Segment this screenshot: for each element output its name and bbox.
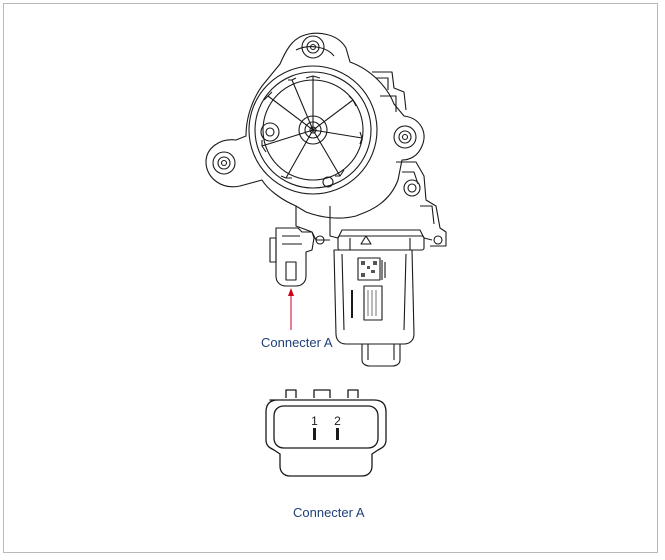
qr-label: [357, 257, 381, 281]
worm-housing: [295, 71, 447, 247]
pin-2: [336, 428, 339, 440]
motor-body: [315, 235, 443, 367]
connector-callout: [288, 288, 294, 330]
connector-pins: 1 2: [311, 414, 341, 440]
pin-1: [313, 428, 316, 440]
connector-a-face-view: [265, 389, 387, 477]
connector-view-label: Connecter A: [293, 505, 365, 520]
gear-housing: [205, 32, 425, 219]
connector-a-housing: [269, 227, 315, 287]
pin-2-label: 2: [334, 414, 341, 428]
connector-outer-shell: [265, 399, 387, 477]
connector-inner-cavity: [273, 405, 379, 449]
rating-label: [363, 285, 383, 321]
motor-connector-label: Connecter A: [261, 335, 333, 350]
pin-1-label: 1: [311, 414, 318, 428]
figure-frame: [3, 3, 658, 553]
